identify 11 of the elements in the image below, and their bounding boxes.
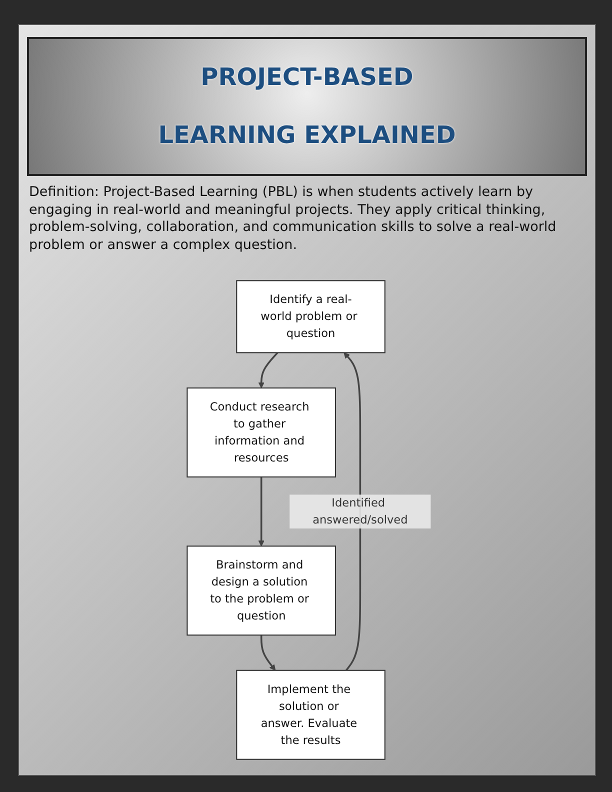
arrow (260, 635, 276, 671)
edge-label: Identified answered/solved (312, 496, 408, 526)
node-box: Conduct research to gather information and resources (186, 387, 336, 478)
arrow (258, 352, 278, 388)
node-box: Identify a real-world problem or question (236, 280, 386, 354)
arrow (258, 476, 264, 546)
node-box: Implement the solution or answer. Evaluate the results (236, 670, 386, 760)
arrow (344, 352, 362, 671)
node-box: Brainstorm and design a solution to the problem or question (186, 546, 336, 636)
title: PROJECT-BASED LEARNING EXPLAINED (157, 62, 457, 150)
definition-text: Definition: Project-Based Learning (PBL) is when students actively learn by engaging in real-world and meaningful projects. They apply critical thinking, problem-solving, collaboration, and communication skills to solve a real-world problem or answer a complex question. (29, 184, 558, 254)
